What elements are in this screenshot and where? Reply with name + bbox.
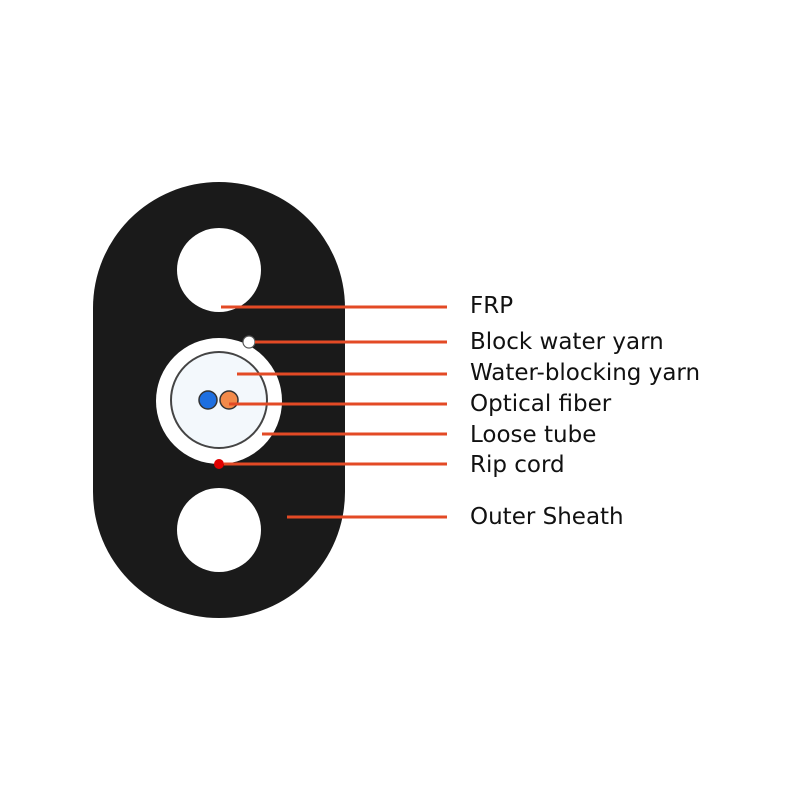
- rip-cord-shape: [214, 459, 224, 469]
- label-outer-sheath: Outer Sheath: [470, 504, 624, 530]
- label-block-water-yarn: Block water yarn: [470, 329, 664, 355]
- label-optical-fiber: Optical fiber: [470, 391, 612, 417]
- label-water-blocking-yarn: Water-blocking yarn: [470, 360, 701, 386]
- loose-tube-shape: [170, 351, 268, 449]
- label-frp: FRP: [470, 293, 514, 319]
- label-loose-tube: Loose tube: [470, 422, 597, 448]
- block-water-yarn-shape: [242, 335, 256, 349]
- frp-top-shape: [177, 228, 261, 312]
- frp-bottom-shape: [177, 488, 261, 572]
- optical-fiber-orange: [219, 390, 239, 410]
- leader-lines: [221, 305, 447, 519]
- optical-fiber-blue: [198, 390, 218, 410]
- label-rip-cord: Rip cord: [470, 452, 565, 478]
